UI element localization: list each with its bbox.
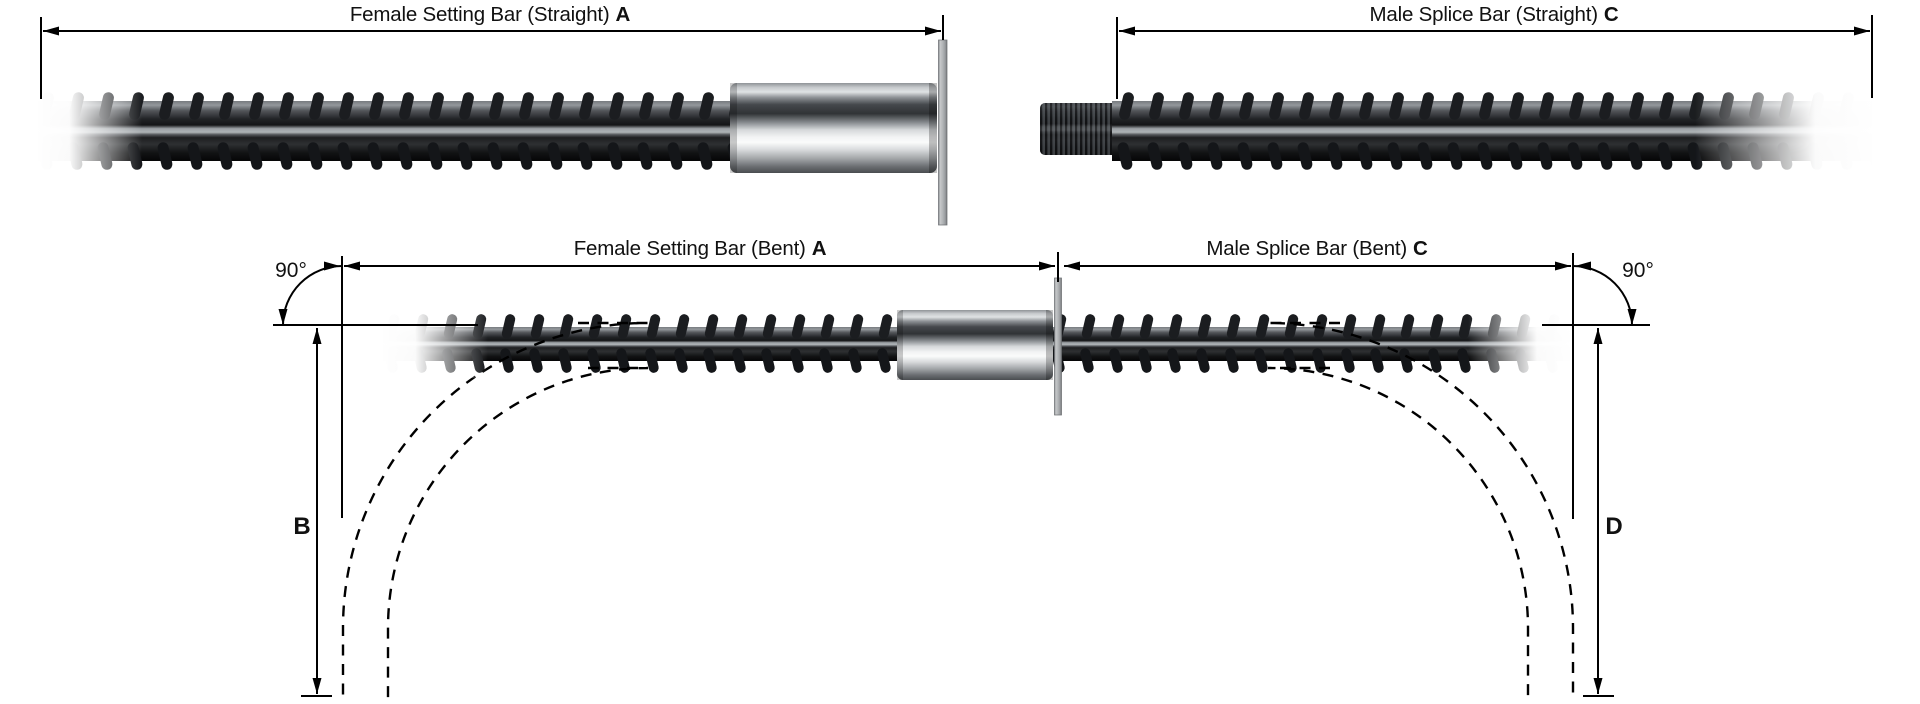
bend-curve-right-inner bbox=[1267, 366, 1530, 701]
coupler-left-edge-shade bbox=[730, 83, 737, 173]
leg-dim-label-d: D bbox=[1605, 513, 1623, 540]
bend-curve-right-outer bbox=[1267, 321, 1575, 701]
bar-fade-right bbox=[1695, 84, 1880, 178]
flange-plate bbox=[1054, 277, 1062, 416]
bar-fade-right bbox=[1468, 308, 1574, 378]
female-straight-bar-graphic bbox=[30, 39, 948, 226]
bend-curve-left-inner bbox=[386, 366, 649, 701]
dimension-arrowheads bbox=[43, 26, 1870, 694]
dim-letter-c: C bbox=[1413, 237, 1428, 260]
dim-letter-a: A bbox=[811, 237, 827, 260]
coupler-right-edge-shade bbox=[1046, 310, 1053, 380]
label-female-setting-bar-bent: Female Setting Bar (Bent)A bbox=[574, 237, 827, 261]
rebar-ribs bbox=[38, 88, 743, 174]
label-female-setting-bar-straight: Female Setting Bar (Straight)A bbox=[350, 3, 630, 27]
male-straight-bar-graphic bbox=[1040, 84, 1880, 178]
angle-label-left: 90° bbox=[275, 259, 307, 282]
label-male-splice-bar-bent: Male Splice Bar (Bent)C bbox=[1206, 237, 1427, 261]
male-thread-texture bbox=[1040, 103, 1118, 155]
bar-fade-left bbox=[376, 308, 488, 378]
label-male-splice-bar-straight: Male Splice Bar (Straight)C bbox=[1370, 3, 1619, 27]
leg-dim-label-b: B bbox=[293, 513, 311, 540]
coupler-sleeve bbox=[730, 83, 937, 173]
dim-letter-a: A bbox=[615, 3, 631, 26]
label-text: Male Splice Bar (Straight) bbox=[1369, 3, 1599, 26]
flange-plate bbox=[938, 39, 948, 226]
coupler-sleeve bbox=[897, 310, 1053, 380]
bent-assembly-graphic bbox=[341, 277, 1575, 701]
angle-label-right: 90° bbox=[1622, 259, 1654, 282]
label-text: Male Splice Bar (Bent) bbox=[1206, 237, 1408, 260]
coupler-left-edge-shade bbox=[897, 310, 903, 380]
dim-letter-c: C bbox=[1603, 3, 1619, 26]
label-text: Female Setting Bar (Bent) bbox=[573, 237, 806, 260]
label-text: Female Setting Bar (Straight) bbox=[349, 3, 610, 26]
bend-curve-left-outer bbox=[341, 321, 649, 701]
coupler-right-edge-shade bbox=[929, 83, 937, 173]
bar-fade-left bbox=[30, 84, 142, 178]
